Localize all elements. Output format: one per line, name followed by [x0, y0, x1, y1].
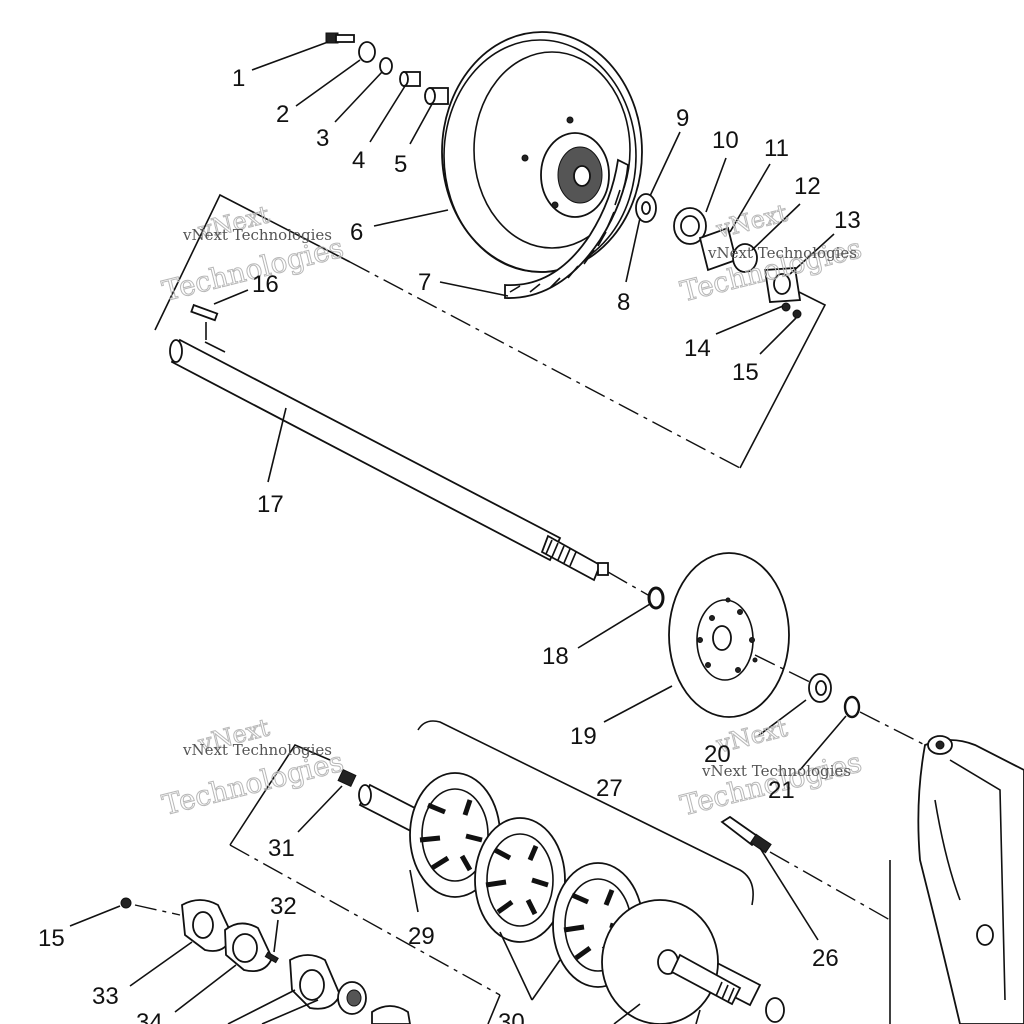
callout-11: 11 — [764, 135, 789, 162]
bolt-part — [325, 32, 355, 44]
pin-part — [264, 951, 279, 964]
group-bracket-upper-left — [154, 193, 351, 331]
svg-text:vNext Technologies: vNext Technologies — [182, 741, 332, 759]
watermark-bottom-right: vNext Technologies vNext Technologies — [677, 713, 866, 822]
bushing-part — [424, 87, 449, 105]
centerline-disc — [754, 654, 813, 684]
callout-14: 14 — [684, 335, 711, 362]
callout-29: 29 — [408, 923, 435, 950]
gasket-part — [224, 922, 273, 973]
nut-part — [781, 302, 791, 312]
callout-31: 31 — [268, 835, 295, 862]
screw-part — [337, 768, 357, 788]
svg-text:vNext Technologies: vNext Technologies — [182, 226, 332, 244]
callout-labels: 1 2 3 4 5 6 7 8 9 10 11 12 13 14 15 16 1… — [38, 65, 861, 1024]
callout-16: 16 — [252, 271, 279, 298]
nut-part-2 — [792, 309, 802, 319]
bolt-long-part — [720, 815, 772, 854]
callout-9: 9 — [676, 105, 689, 132]
callout-20: 20 — [704, 741, 731, 768]
callout-34: 34 — [136, 1009, 163, 1024]
chaincase-housing-part — [917, 735, 1024, 1024]
centerline-upper — [349, 261, 741, 469]
svg-text:vNext Technologies: vNext Technologies — [707, 244, 857, 262]
bearing-part — [808, 673, 832, 703]
o-ring-part — [647, 586, 665, 610]
callout-3: 3 — [316, 125, 329, 152]
washer-part — [358, 41, 376, 63]
small-washer-part — [379, 57, 393, 75]
callout-5: 5 — [394, 151, 407, 178]
callout-10: 10 — [712, 127, 739, 154]
callout-27: 27 — [596, 775, 623, 802]
end-bearing-part — [765, 997, 785, 1023]
group-bracket-27 — [417, 720, 754, 906]
centerline-housing — [859, 711, 926, 746]
callout-21: 21 — [768, 777, 795, 804]
drive-shaft-part — [169, 338, 609, 582]
svg-text:vNext Technologies: vNext Technologies — [701, 762, 851, 780]
spacer-part — [399, 71, 421, 87]
callout-32: 32 — [270, 893, 297, 920]
bearing-flange-part — [289, 954, 411, 1024]
centerline-shaft — [607, 571, 649, 596]
callout-2: 2 — [276, 101, 289, 128]
nut-part-lower — [120, 897, 132, 909]
callout-4: 4 — [352, 147, 365, 174]
callout-12: 12 — [794, 173, 821, 200]
centerline-bolt — [769, 851, 891, 921]
leader-lines — [69, 41, 847, 1024]
key-part — [190, 303, 219, 322]
group-bracket-upper-right — [739, 289, 827, 469]
callout-15-lower: 15 — [38, 925, 65, 952]
callout-19: 19 — [570, 723, 597, 750]
callout-1: 1 — [232, 65, 245, 92]
drive-chain-part — [504, 158, 629, 299]
callout-15-upper: 15 — [732, 359, 759, 386]
bearing-plate-part — [673, 207, 707, 245]
flange-plate-part — [181, 899, 233, 952]
svg-text:vNext: vNext — [713, 199, 791, 244]
brake-disc-part — [668, 552, 790, 718]
track-drive-shaft-part — [358, 772, 762, 1024]
callout-7: 7 — [418, 269, 431, 296]
retaining-ring-part — [843, 695, 861, 719]
callout-26: 26 — [812, 945, 839, 972]
callout-13: 13 — [834, 207, 861, 234]
callout-8: 8 — [617, 289, 630, 316]
centerline-bearing — [134, 904, 181, 916]
group-bracket-lower-left — [229, 743, 331, 846]
callout-33: 33 — [92, 983, 119, 1010]
sprocket-wheel-part — [441, 31, 643, 273]
callout-30: 30 — [498, 1009, 525, 1024]
callout-18: 18 — [542, 643, 569, 670]
centerline-lower — [229, 844, 501, 996]
watermark-bottom-left: vNext Technologies vNext Technologies — [158, 713, 347, 822]
flange-bearing-part — [698, 226, 802, 303]
callout-17: 17 — [257, 491, 284, 518]
callout-6: 6 — [350, 219, 363, 246]
